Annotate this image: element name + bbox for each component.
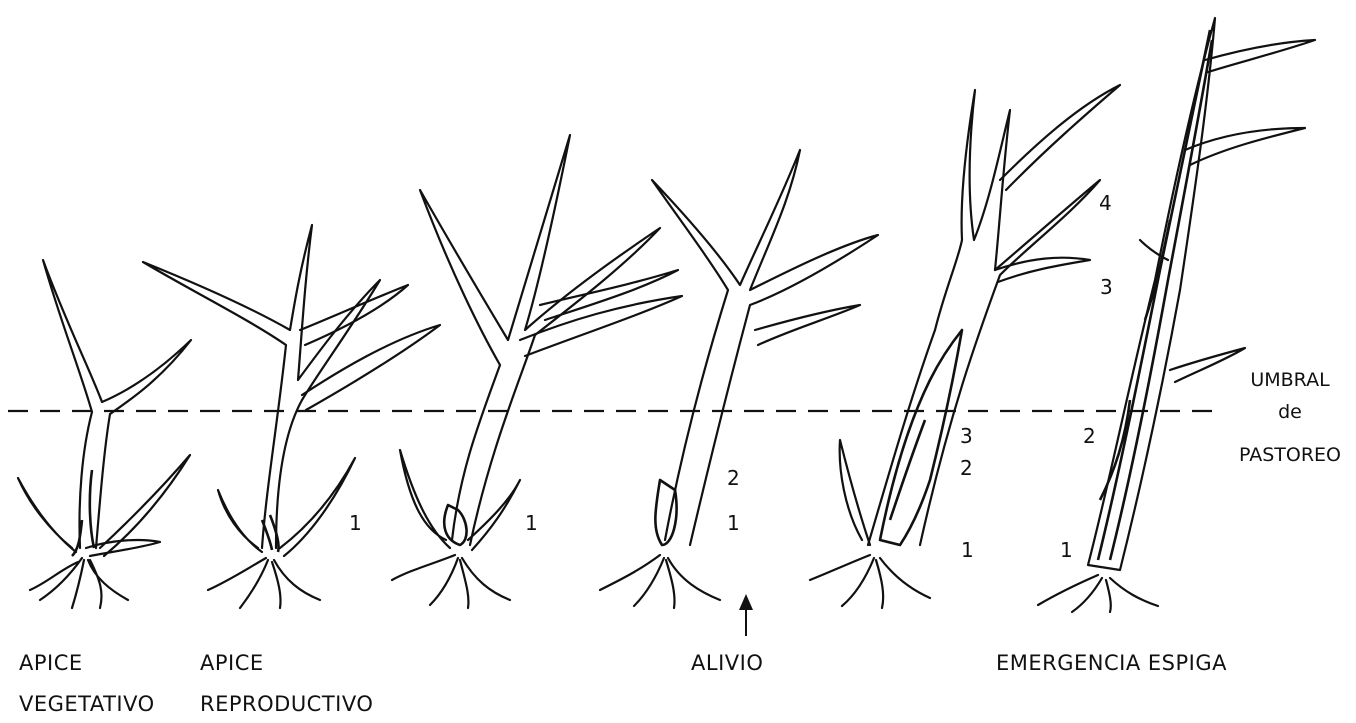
stage6-number-2: 2	[1083, 424, 1096, 448]
plant-stage-3	[392, 135, 682, 608]
stage4-number-1: 1	[727, 511, 740, 535]
stage5-number-3-upper: 3	[1100, 275, 1113, 299]
caption-stage1-line1: APICE	[19, 651, 83, 675]
caption-stage2-line2: REPRODUCTIVO	[200, 692, 373, 716]
up-arrow-icon	[739, 594, 753, 636]
stage5-number-2: 2	[960, 456, 973, 480]
stage2-number-1: 1	[349, 511, 362, 535]
stage5-number-1: 1	[961, 538, 974, 562]
stage3-number-1: 1	[525, 511, 538, 535]
plant-stage-6	[1038, 18, 1315, 612]
plant-stage-2	[143, 225, 440, 608]
threshold-label-line1: UMBRAL	[1250, 369, 1330, 391]
threshold-label-line2: de	[1278, 401, 1302, 423]
stage4-number-2: 2	[727, 466, 740, 490]
stage6-number-4: 4	[1099, 191, 1112, 215]
caption-stage4: ALIVIO	[691, 651, 763, 675]
threshold-label-line3: PASTOREO	[1239, 444, 1341, 466]
caption-stage1-line2: VEGETATIVO	[19, 692, 155, 716]
plant-stage-5	[810, 85, 1120, 608]
plant-stage-1	[18, 260, 191, 608]
caption-stage6: EMERGENCIA ESPIGA	[996, 651, 1227, 675]
plant-stage-4	[600, 150, 878, 608]
stage5-number-3-lower: 3	[960, 424, 973, 448]
stage6-number-1: 1	[1060, 538, 1073, 562]
caption-stage2-line1: APICE	[200, 651, 264, 675]
